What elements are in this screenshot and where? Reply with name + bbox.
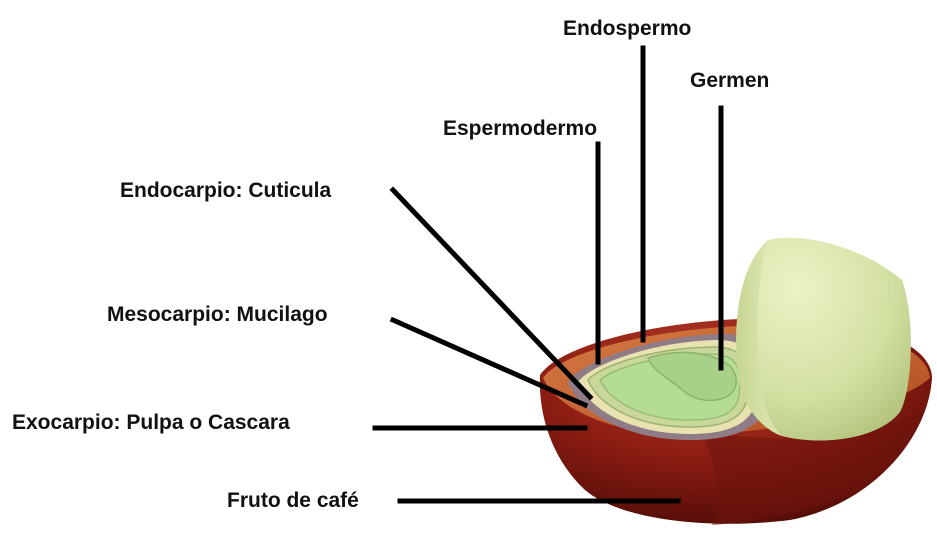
label-germen: Germen xyxy=(690,69,770,92)
leader-line-mesocarpio xyxy=(389,316,589,409)
leader-lines xyxy=(372,45,724,504)
label-espermodermo: Espermodermo xyxy=(443,117,598,140)
label-exocarpio: Exocarpio: Pulpa o Cascara xyxy=(12,411,290,434)
label-fruto: Fruto de café xyxy=(227,489,359,512)
leader-line-endocarpio xyxy=(389,186,594,401)
label-mesocarpio: Mesocarpio: Mucilago xyxy=(107,303,328,326)
label-endocarpio: Endocarpio: Cuticula xyxy=(120,179,332,202)
half-bean-edge xyxy=(736,240,782,436)
label-endospermo: Endospermo xyxy=(563,17,692,40)
half-bean xyxy=(736,237,911,441)
fruit-skin-shade xyxy=(700,410,925,525)
germ xyxy=(646,351,737,402)
